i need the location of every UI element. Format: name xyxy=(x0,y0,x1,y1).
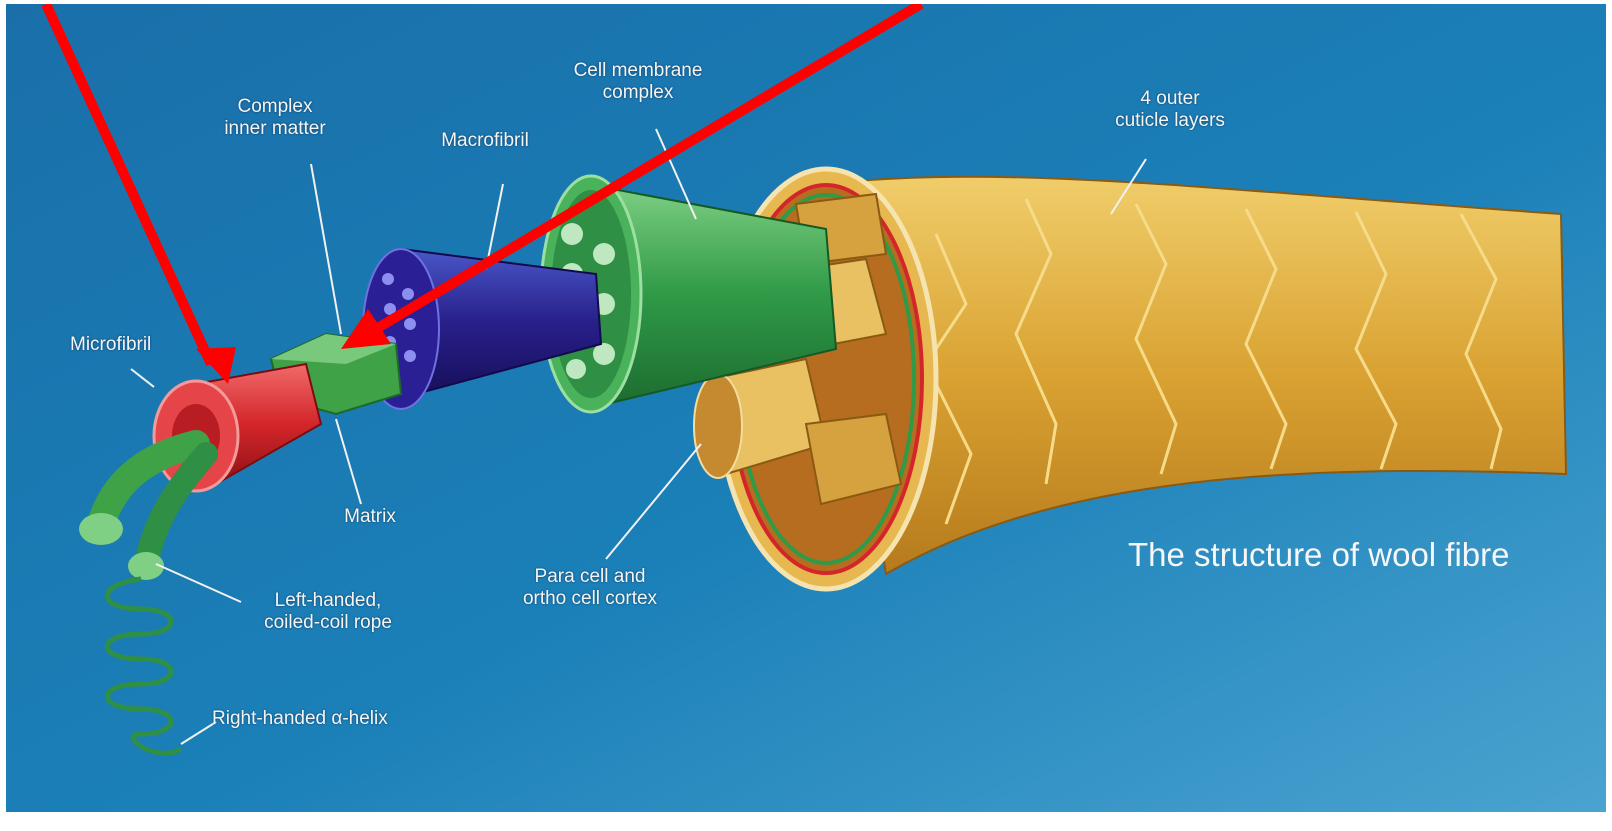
label-macrofibril: Macrofibril xyxy=(420,130,550,152)
label-microfibril: Microfibril xyxy=(70,334,210,356)
label-cell-membrane-complex: Cell membrane complex xyxy=(548,60,728,104)
label-outer-cuticle-layers: 4 outer cuticle layers xyxy=(1090,88,1250,132)
label-right-handed-helix: Right-handed α-helix xyxy=(212,708,472,730)
label-matrix: Matrix xyxy=(320,506,420,528)
label-para-ortho-cortex: Para cell and ortho cell cortex xyxy=(495,566,685,610)
diagram-title: The structure of wool fibre xyxy=(1128,536,1510,574)
label-left-handed-rope: Left-handed, coiled-coil rope xyxy=(238,590,418,634)
label-complex-inner-matter: Complex inner matter xyxy=(205,96,345,140)
